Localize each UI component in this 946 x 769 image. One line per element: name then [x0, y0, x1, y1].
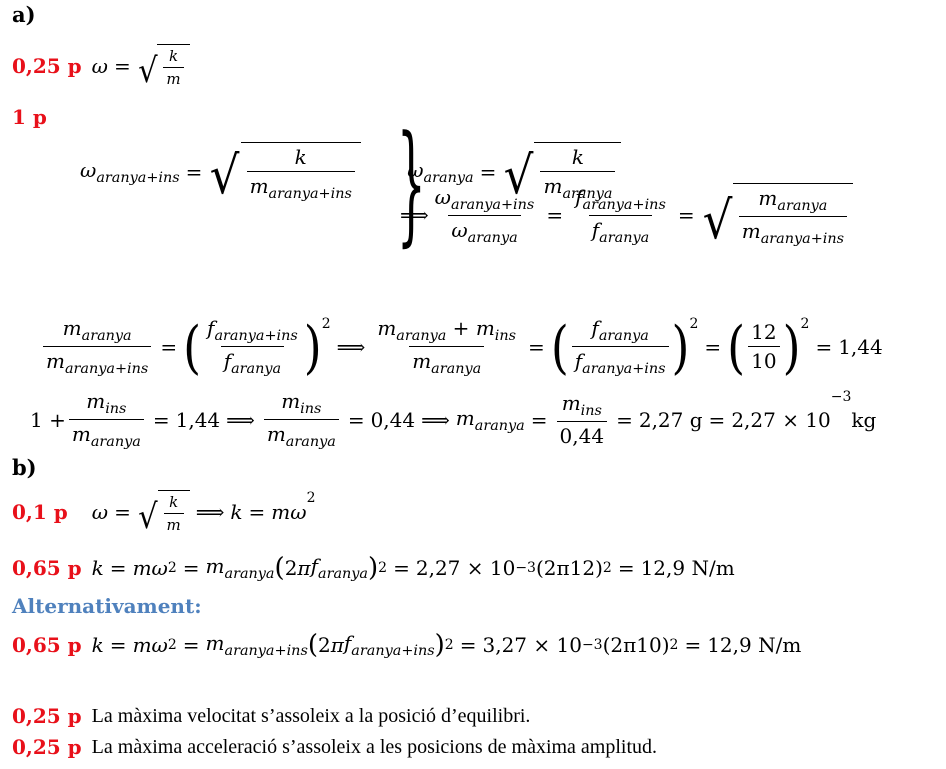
- points-label: 0,65 p: [12, 633, 82, 657]
- points-label: 0,25 p: [12, 704, 82, 728]
- k-result: 12,9 N/m: [640, 556, 735, 580]
- section-b-label: b): [12, 455, 37, 480]
- statement-acceleration: 0,25 p La màxima acceleració s’assoleix …: [12, 735, 658, 759]
- points-label: 0,1 p: [12, 500, 68, 524]
- points-label: 1 p: [12, 105, 47, 129]
- points-label: 0,25 p: [12, 54, 82, 78]
- alternative-label: Alternativament:: [12, 594, 202, 618]
- section-a-label: a): [12, 2, 36, 27]
- points-label: 0,25 p: [12, 735, 82, 759]
- right-brace: }: [396, 107, 426, 259]
- statement-velocity: 0,25 p La màxima velocitat s’assoleix a …: [12, 704, 531, 728]
- points-label: 0,65 p: [12, 556, 82, 580]
- ratio-result: 1,44: [838, 334, 883, 359]
